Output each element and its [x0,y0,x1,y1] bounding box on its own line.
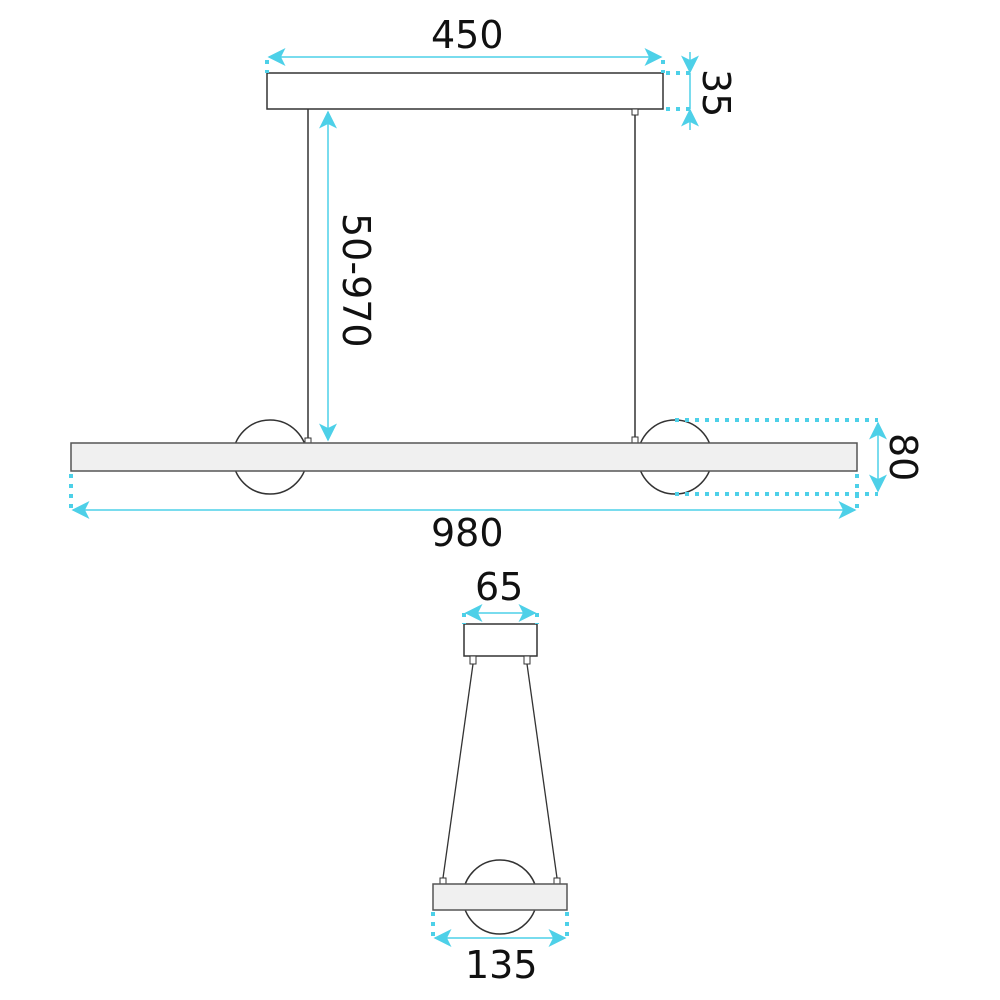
front-view [69,48,887,519]
right-cable-connector-top [631,108,639,116]
side-bar-connector-left [439,877,447,885]
bar-length-label: 980 [431,511,504,555]
side-canopy-connector-right [523,655,531,665]
side-view [431,604,569,947]
canopy-width-label: 450 [431,13,504,57]
disc-height-label: 80 [881,433,925,482]
right-cable-connector-bottom [631,436,639,444]
side-canopy-connector-left [469,655,477,665]
side-cable-right [526,663,558,879]
dimension-bar-length [69,474,859,519]
side-canopy [463,623,538,657]
side-light-bar [432,883,568,911]
dimension-canopy-height [666,52,699,130]
dimension-side-canopy-width [462,604,539,624]
side-cable-left [442,663,474,879]
suspension-length-label: 50-970 [334,213,378,348]
dimension-canopy-width [265,48,665,73]
front-light-bar [70,442,858,472]
dimension-side-bar-width [431,912,569,947]
side-bar-width-label: 135 [465,943,538,987]
front-canopy [266,72,664,110]
side-bar-connector-right [553,877,561,885]
canopy-height-label: 35 [694,69,738,118]
side-canopy-width-label: 65 [475,565,524,609]
dimension-disc-height [675,418,887,496]
